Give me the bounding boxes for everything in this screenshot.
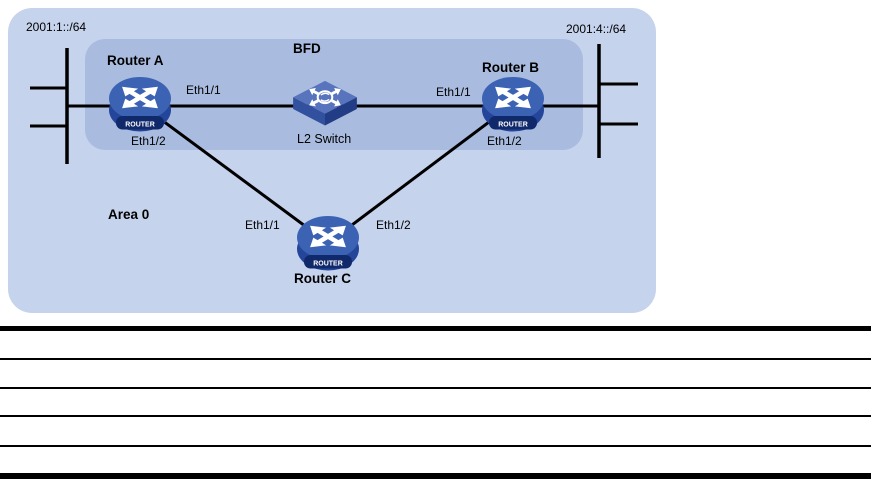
link-b-c [327, 102, 514, 245]
link-a-c [139, 102, 329, 245]
router-c-if2-label: Eth1/2 [376, 218, 411, 232]
l2-switch-icon [293, 80, 357, 126]
router-c-icon: ROUTER [296, 214, 360, 274]
empty-table [0, 326, 871, 479]
router-c-if1-label: Eth1/1 [245, 218, 280, 232]
router-b-if1-label: Eth1/1 [436, 85, 471, 99]
router-b-label: Router B [482, 60, 539, 75]
table-row [0, 331, 871, 360]
network-label-right: 2001:4::/64 [566, 22, 627, 36]
router-c-label: Router C [294, 271, 351, 286]
bfd-label: BFD [293, 41, 321, 56]
table-row [0, 417, 871, 447]
router-a-label: Router A [107, 53, 164, 68]
table-row [0, 360, 871, 389]
router-a-if2-label: Eth1/2 [131, 134, 166, 148]
router-badge-text: ROUTER [313, 261, 343, 268]
network-label-left: 2001:1::/64 [26, 20, 87, 34]
l2-switch-label: L2 Switch [297, 132, 352, 146]
router-b-if2-label: Eth1/2 [487, 134, 522, 148]
router-badge-text: ROUTER [498, 122, 528, 129]
table-row [0, 389, 871, 417]
router-a-if1-label: Eth1/1 [186, 83, 221, 97]
table-row [0, 447, 871, 473]
router-a-icon: ROUTER [108, 75, 172, 135]
router-b-icon: ROUTER [481, 75, 545, 135]
router-badge-text: ROUTER [125, 122, 155, 129]
area-label: Area 0 [108, 207, 150, 222]
